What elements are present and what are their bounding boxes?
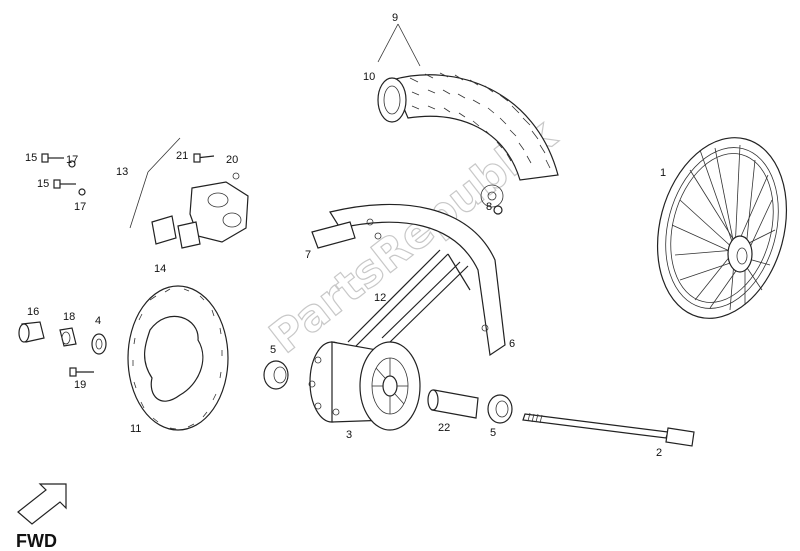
label-22: 22 — [438, 422, 450, 434]
bolt-19 — [69, 367, 94, 377]
label-12: 12 — [374, 292, 386, 304]
leader-lines-13 — [129, 137, 181, 229]
wheel-axle — [522, 412, 695, 447]
label-13: 13 — [116, 166, 128, 178]
label-10: 10 — [363, 71, 375, 83]
bearing-right — [487, 394, 513, 424]
bearing-left — [263, 360, 289, 390]
label-3: 3 — [346, 429, 352, 441]
washer-17-lower — [78, 188, 86, 196]
label-5-right: 5 — [490, 427, 496, 439]
label-9: 9 — [392, 12, 398, 24]
label-19: 19 — [74, 379, 86, 391]
label-16: 16 — [27, 306, 39, 318]
brake-caliper — [189, 172, 249, 243]
label-2: 2 — [656, 447, 662, 459]
label-5-left: 5 — [270, 344, 276, 356]
label-8: 8 — [486, 201, 492, 213]
leader-lines-9-10 — [377, 23, 421, 67]
label-11: 11 — [130, 423, 141, 435]
spacer-tube — [427, 389, 479, 419]
label-4: 4 — [95, 315, 101, 327]
label-18: 18 — [63, 311, 75, 323]
label-1: 1 — [660, 167, 666, 179]
bleed-screw-21 — [193, 153, 215, 163]
wheel-hub — [308, 341, 421, 431]
bolt-15-lower — [53, 179, 76, 189]
label-7: 7 — [305, 249, 311, 261]
label-20: 20 — [226, 154, 238, 166]
bolt-15-upper — [41, 153, 64, 163]
label-15-upper: 15 — [25, 152, 37, 164]
label-17-upper: 17 — [66, 154, 78, 166]
forward-arrow-icon — [17, 483, 67, 525]
brake-pads — [151, 215, 201, 249]
washer-4 — [91, 333, 107, 355]
front-wheel — [656, 137, 788, 319]
nut-16 — [18, 321, 45, 343]
washer-17-upper — [68, 160, 76, 168]
fender-stay — [347, 249, 471, 347]
nut-8 — [493, 205, 503, 215]
mudguard — [311, 203, 506, 357]
forward-direction: FWD — [16, 483, 67, 551]
gear-icon — [480, 184, 504, 208]
spacer-18 — [59, 327, 77, 347]
label-14: 14 — [154, 263, 166, 275]
brake-disc — [127, 285, 229, 431]
label-6: 6 — [509, 338, 515, 350]
tyre — [377, 72, 559, 181]
fwd-label: FWD — [16, 531, 57, 551]
label-17-lower: 17 — [74, 201, 86, 213]
label-21: 21 — [176, 150, 188, 162]
part-labels: 1 2 3 4 5 5 6 7 8 9 10 11 12 13 14 15 15… — [25, 12, 666, 459]
label-15-lower: 15 — [37, 178, 49, 190]
